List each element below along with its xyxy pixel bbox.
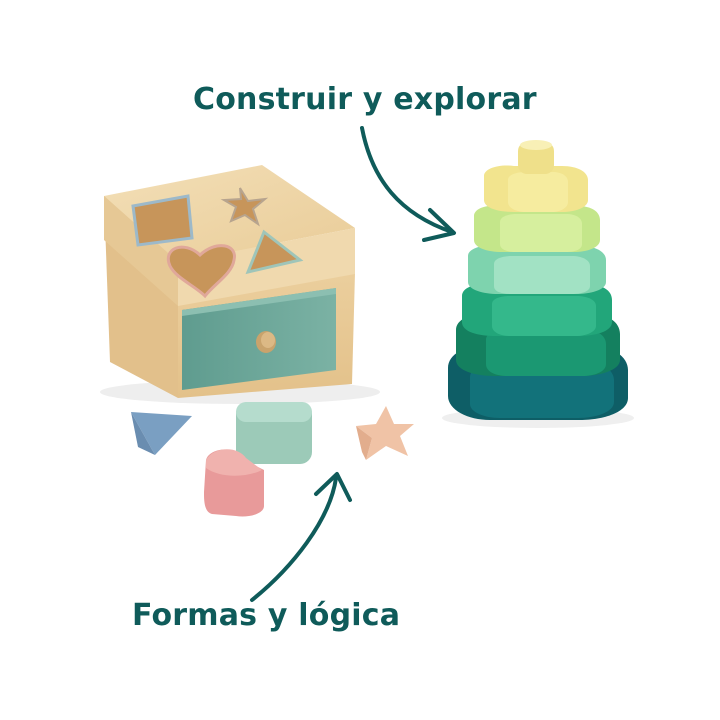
shape-sorter-box [104, 165, 355, 398]
arrow-to-stacker [360, 126, 454, 234]
stacking-tower [448, 140, 628, 420]
loose-shapes [131, 402, 414, 517]
sorter-caption: Formas y lógica [132, 598, 401, 633]
tower-cap [518, 142, 554, 174]
peach-star-piece [356, 406, 414, 460]
arrow-to-sorter [250, 476, 338, 602]
arrow-head-sorter [314, 472, 352, 502]
triangle-hole [245, 229, 304, 275]
blue-triangle-piece [131, 412, 192, 455]
square-hole [131, 194, 194, 247]
arrow-head-stacker [422, 208, 456, 242]
stacker-caption: Construir y explorar [193, 82, 537, 117]
heart-hole [166, 244, 236, 299]
star-hole [220, 187, 269, 227]
